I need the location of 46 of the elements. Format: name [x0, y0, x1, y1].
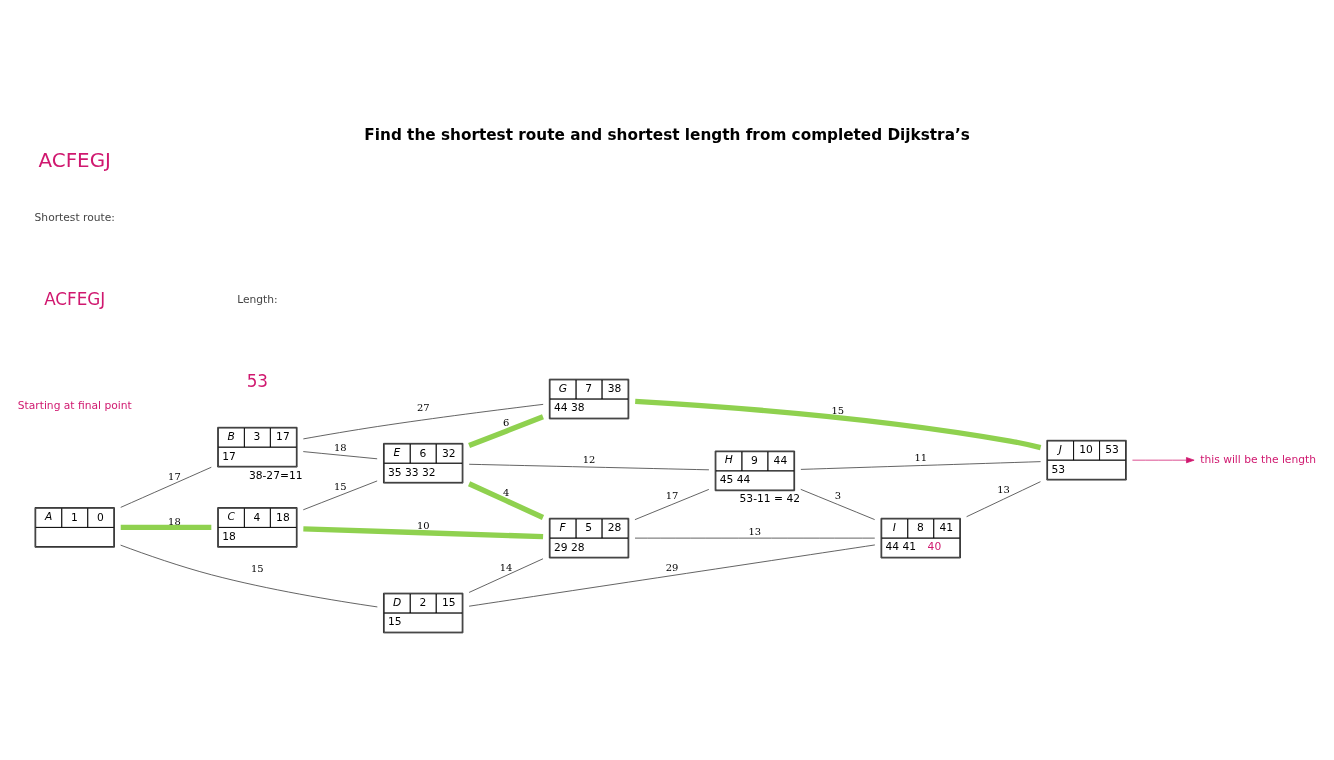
connector — [467, 480, 545, 520]
edge-label: 12 — [582, 453, 596, 465]
connector — [468, 557, 544, 593]
label: ACFEGJ — [38, 148, 111, 172]
edge-label: 14 — [499, 561, 513, 573]
connector — [120, 544, 378, 607]
connector — [468, 463, 710, 470]
edge-label: 15 — [333, 480, 347, 492]
connector — [800, 460, 1041, 470]
connector — [303, 525, 544, 539]
edge-label: 17 — [168, 470, 181, 482]
connector — [966, 480, 1041, 517]
edge-label: 6 — [502, 416, 510, 428]
edge-label: 4 — [502, 486, 510, 498]
connector — [120, 524, 212, 530]
diagram-title: Find the shortest route and shortest length from completed Dijkstra’s — [364, 125, 970, 144]
edge-label: 18 — [333, 441, 347, 453]
connector — [468, 413, 544, 448]
edge-label: 27 — [416, 401, 430, 413]
connector — [120, 466, 212, 508]
edge-label: 17 — [665, 489, 679, 501]
connector — [303, 403, 544, 439]
connector — [302, 450, 378, 459]
connector — [634, 488, 710, 520]
edge-label: 29 — [665, 561, 679, 573]
connector — [468, 544, 876, 607]
label: Starting at final point — [17, 398, 132, 412]
connector — [800, 488, 876, 520]
label: ACFEGJ — [44, 288, 106, 309]
label: 53 — [246, 370, 269, 391]
label: Length: — [237, 292, 278, 306]
edge-label: 15 — [251, 562, 264, 574]
arrow — [1132, 456, 1195, 463]
edge-label: 10 — [416, 518, 430, 530]
edge-label: 13 — [997, 483, 1010, 495]
node-label: 53-11 = 42 — [739, 491, 800, 505]
edge-label: 3 — [834, 489, 841, 501]
node-label: 38-27=11 — [248, 468, 303, 482]
edge-label: 13 — [748, 525, 762, 537]
edge-label: 15 — [831, 404, 845, 416]
connector — [302, 480, 378, 510]
label: Shortest route: — [34, 210, 115, 224]
edge-label: 18 — [168, 515, 181, 527]
connector — [635, 398, 1042, 450]
node-text: this will be the length — [1200, 452, 1316, 466]
edge-label: 11 — [914, 451, 928, 463]
